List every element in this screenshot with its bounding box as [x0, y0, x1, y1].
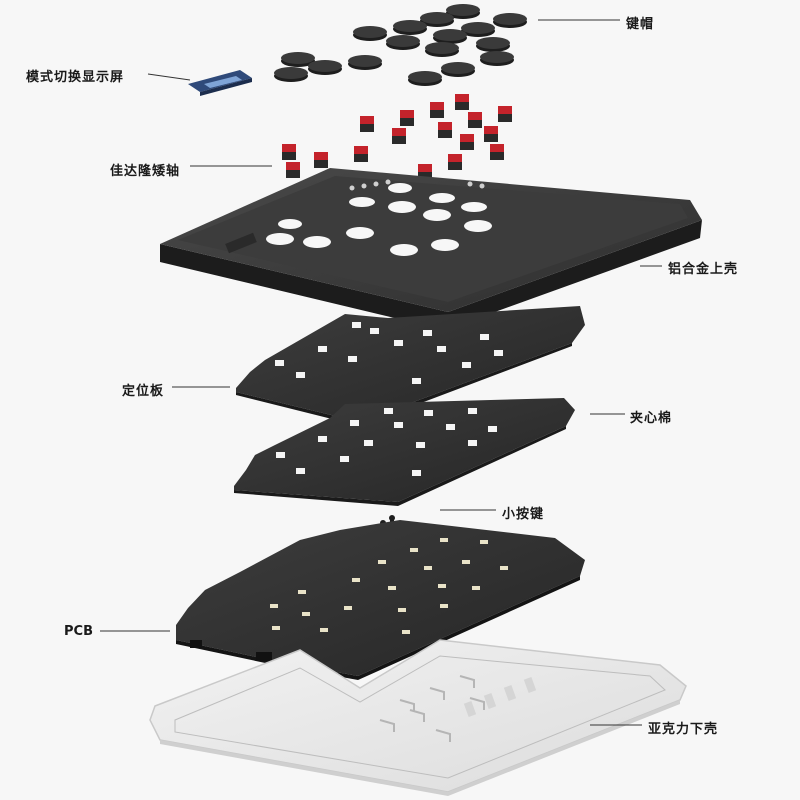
- keycap: [425, 42, 459, 57]
- keycap: [476, 37, 510, 52]
- sandwich-foam: [234, 398, 575, 506]
- switches-group: [282, 94, 512, 180]
- switch: [354, 146, 368, 162]
- label-switch: 佳达隆矮轴: [110, 164, 181, 179]
- switch: [484, 126, 498, 142]
- switch: [282, 144, 296, 160]
- keycap: [408, 71, 442, 86]
- keycap: [386, 35, 420, 50]
- switch: [448, 154, 462, 170]
- keycap: [446, 4, 480, 19]
- switch: [455, 94, 469, 110]
- acrylic-bottom-case: [149, 639, 687, 796]
- switch: [430, 102, 444, 118]
- label-top-case: 铝合金上壳: [668, 262, 739, 277]
- switch: [286, 162, 300, 178]
- keycap: [433, 29, 467, 44]
- positioning-plate: [236, 306, 585, 426]
- label-bottom-case: 亚克力下壳: [648, 722, 719, 737]
- keycap: [493, 13, 527, 28]
- keycaps-group: [274, 4, 527, 86]
- switch: [468, 112, 482, 128]
- switch: [314, 152, 328, 168]
- label-foam: 夹心棉: [630, 411, 673, 426]
- switch: [490, 144, 504, 160]
- leader-lines: [100, 19, 662, 726]
- label-pcb: PCB: [64, 624, 93, 639]
- label-small-key: 小按键: [502, 507, 545, 522]
- switch: [460, 134, 474, 150]
- label-keycap: 键帽: [626, 17, 655, 32]
- label-plate: 定位板: [122, 384, 165, 399]
- pcb-board: [176, 520, 585, 680]
- keycap: [353, 26, 387, 41]
- keycap: [274, 67, 308, 82]
- switch: [498, 106, 512, 122]
- switch: [418, 164, 432, 180]
- switch: [438, 122, 452, 138]
- keycap: [420, 12, 454, 27]
- keycap: [393, 20, 427, 35]
- switch: [400, 110, 414, 126]
- switch: [392, 128, 406, 144]
- keycap: [441, 62, 475, 77]
- keycap: [348, 55, 382, 70]
- label-display: 模式切换显示屏: [26, 70, 125, 85]
- switch: [360, 116, 374, 132]
- keycap: [308, 60, 342, 75]
- keycap: [281, 52, 315, 67]
- mode-display: [188, 70, 252, 96]
- keycap: [480, 51, 514, 66]
- aluminum-top-case: [160, 168, 702, 330]
- keycap: [461, 22, 495, 37]
- leader-display: [147, 73, 191, 81]
